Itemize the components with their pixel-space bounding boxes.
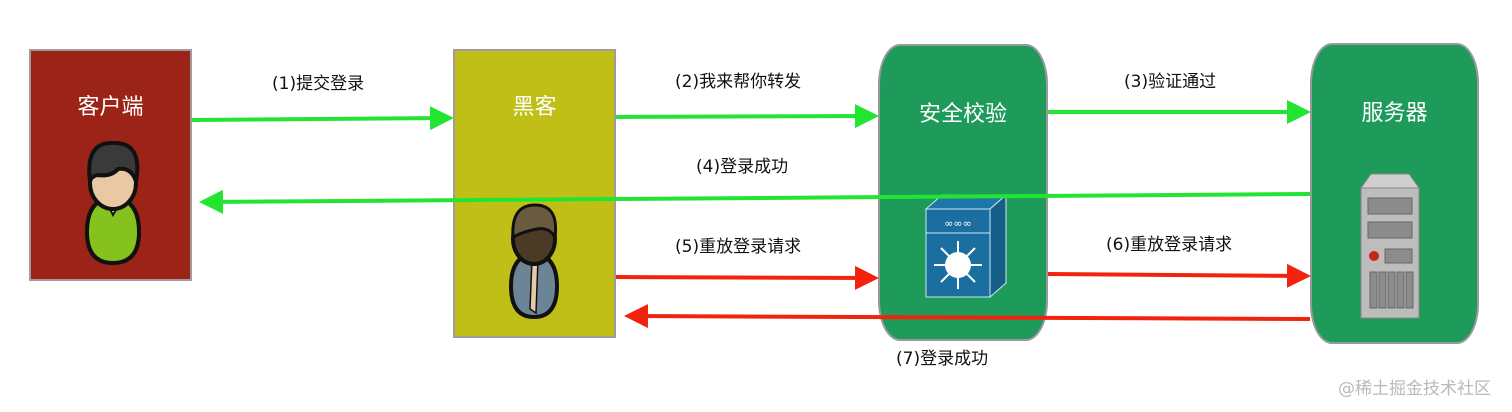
security-check-node: 安全校验 ∞∞∞ [878,44,1048,341]
watermark: @稀土掘金技术社区 [1338,379,1491,399]
step-4-label: (4)登录成功 [696,157,789,177]
step-2-label: (2)我来帮你转发 [675,72,802,92]
hacker-title: 黑客 [512,95,557,120]
arrow-step-7 [624,304,1311,329]
server-node: 服务器 [1310,43,1479,344]
arrow-step-6 [1047,263,1311,288]
user-icon [84,140,142,266]
server-tower-icon [1360,173,1420,319]
client-title: 客户端 [77,95,144,120]
security-title: 安全校验 [918,102,1007,127]
hacker-node: 黑客 [453,49,616,338]
svg-text:∞∞∞: ∞∞∞ [944,217,972,230]
server-title: 服务器 [1361,101,1428,126]
switch-icon: ∞∞∞ [924,193,1008,299]
arrow-step-2 [615,104,879,129]
arrow-step-4 [199,189,1311,214]
client-node: 客户端 [29,49,192,281]
step-7-label: (7)登录成功 [896,349,989,369]
arrow-step-1 [191,106,454,131]
arrow-step-5 [615,265,879,290]
step-3-label: (3)验证通过 [1124,72,1217,92]
step-5-label: (5)重放登录请求 [675,237,802,257]
step-1-label: (1)提交登录 [272,74,365,94]
hacker-icon [508,203,560,320]
step-6-label: (6)重放登录请求 [1106,235,1233,255]
